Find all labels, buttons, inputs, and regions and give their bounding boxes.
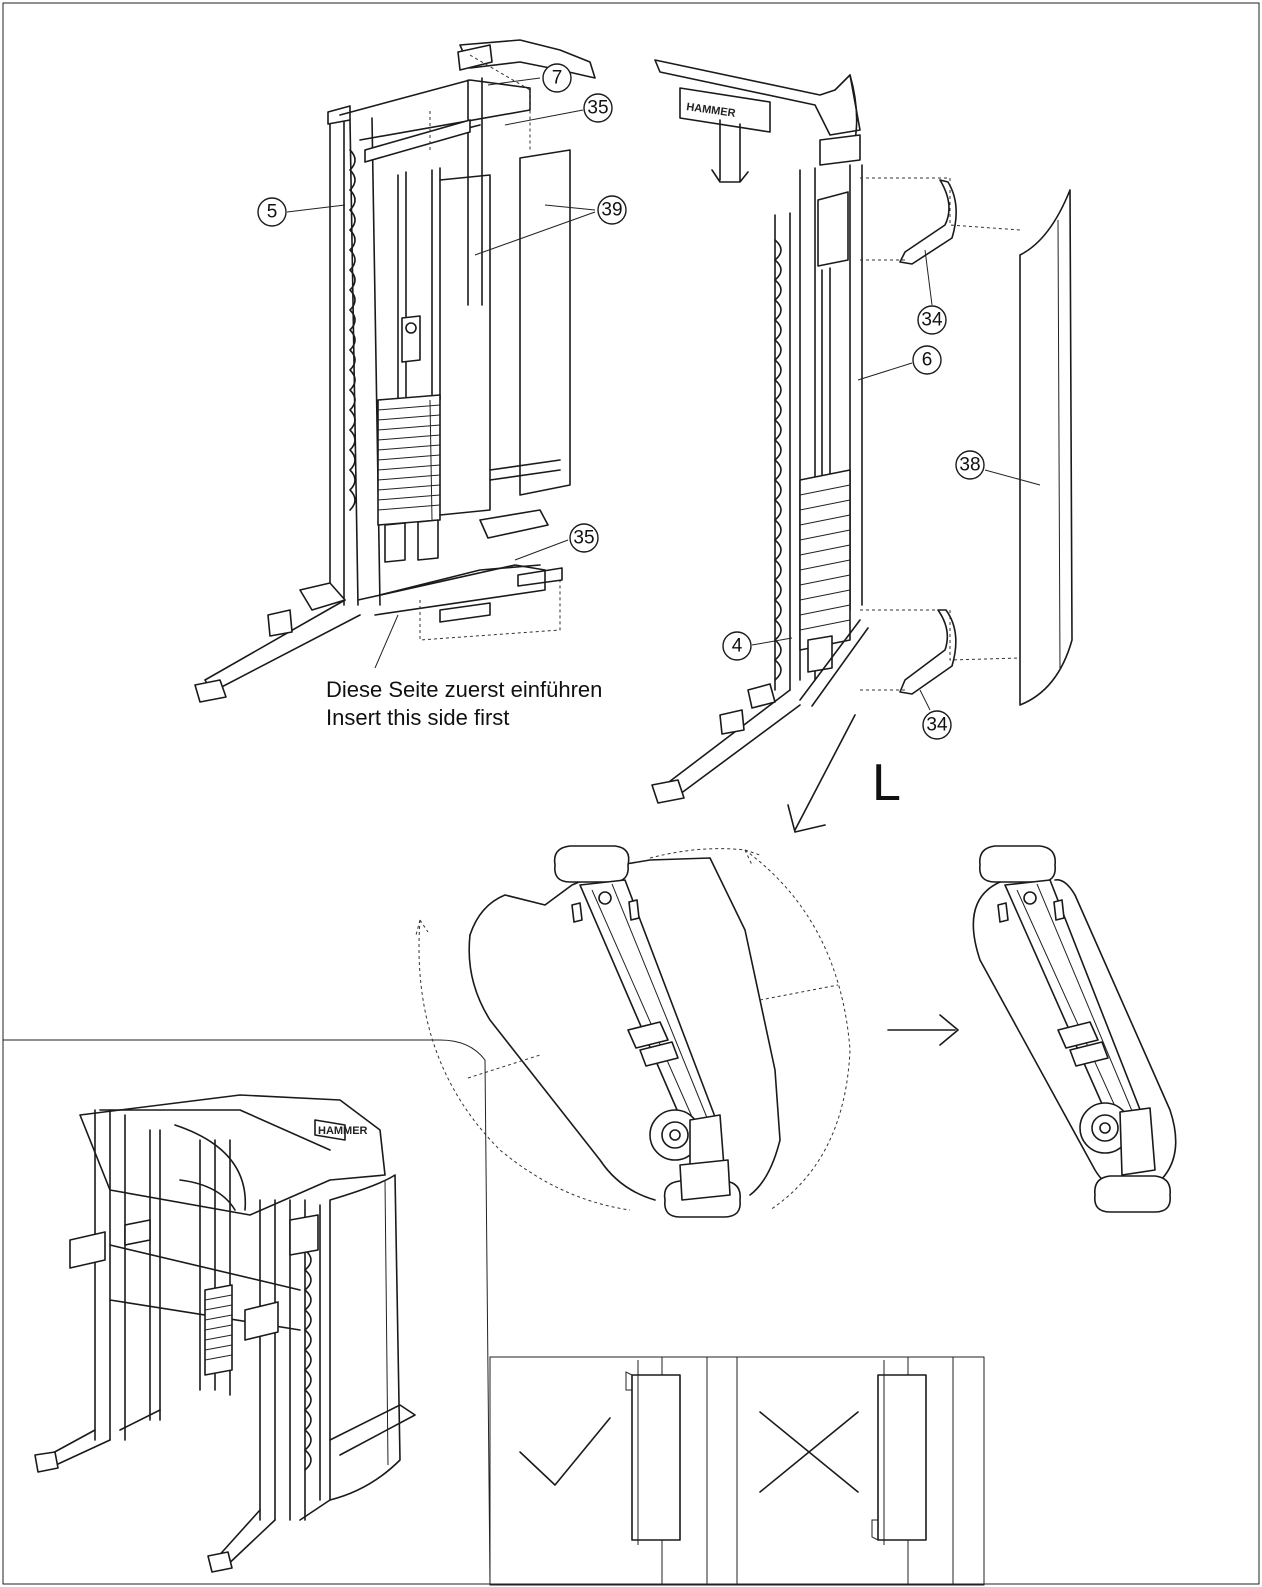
left-tower-illustration [194,39,596,703]
callout-35-bottom: 35 [514,523,599,561]
callout-6: 6 [857,345,942,381]
assembled-view-frame [3,1039,491,1585]
callout-34-bottom: 34 [919,689,952,740]
insert-note-german: Diese Seite zuerst einführen [326,677,602,702]
callout-5: 5 [257,197,346,227]
callout-38: 38 [955,450,1041,486]
callout-4-label: 4 [732,636,743,657]
assembled-machine-illustration: HAMMER [34,1094,416,1573]
rotation-detail-illustration [415,845,851,1218]
callout-4: 4 [722,631,793,661]
assembled-logo-text: HAMMER [318,1125,368,1137]
brand-logo-plate [679,87,771,133]
callout-35-top: 35 [504,93,613,126]
side-marker-l: L [872,754,901,812]
callout-38-label: 38 [959,455,980,476]
callout-35-top-label: 35 [587,98,608,119]
callout-5-label: 5 [267,202,278,223]
cross-mark-icon [759,1411,859,1493]
insert-note-english: Insert this side first [326,705,509,730]
callout-39-label: 39 [601,200,622,221]
note-leader-line [374,614,399,669]
callout-7: 7 [487,63,572,93]
callout-34-top: 34 [917,249,947,335]
callout-34-bottom-label: 34 [926,715,948,736]
right-tower-illustration: HAMMER [651,59,1073,833]
callout-35-bottom-label: 35 [573,528,594,549]
check-mark-icon [519,1417,611,1486]
check-cross-panel [489,1356,985,1586]
callout-34-top-label: 34 [921,310,943,331]
final-position-illustration [972,845,1177,1213]
callout-7-label: 7 [552,68,563,89]
callout-39: 39 [474,195,627,256]
callout-6-label: 6 [922,350,933,371]
rotation-arrow [887,1014,959,1046]
